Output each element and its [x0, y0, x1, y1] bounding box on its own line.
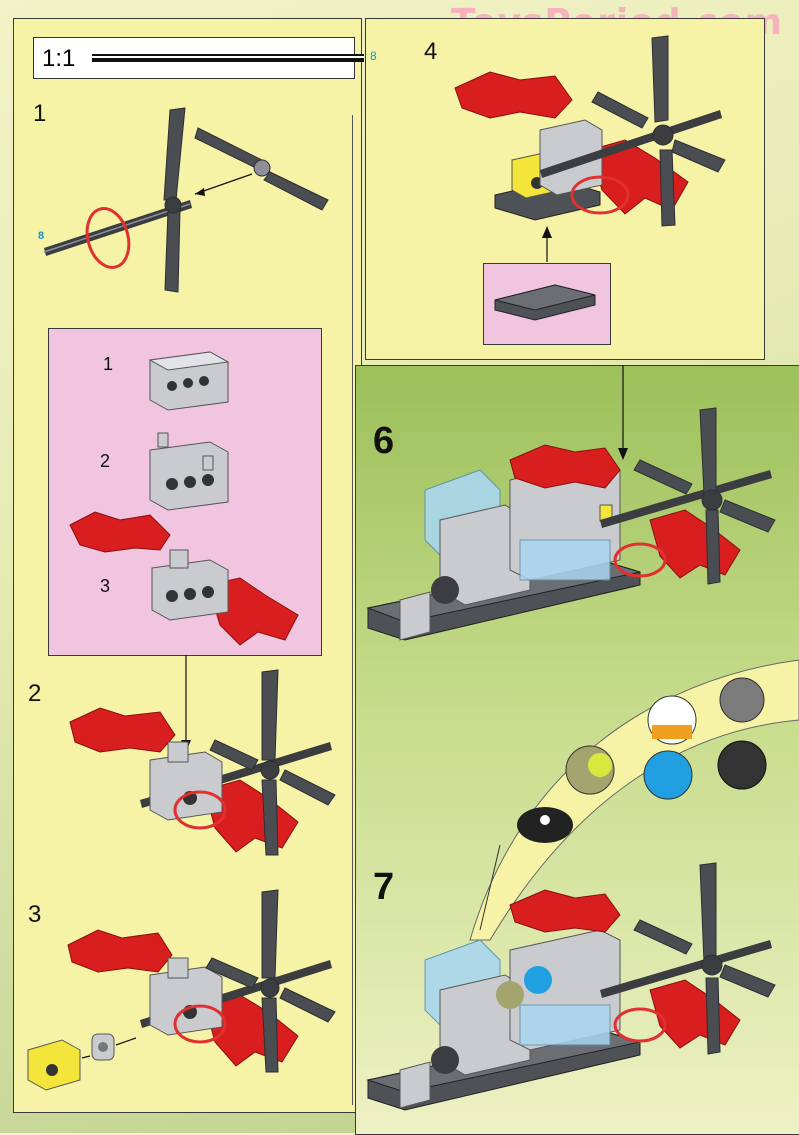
brick-icon — [148, 351, 230, 411]
helmet-icon — [719, 677, 765, 723]
sub-step-2: 2 — [100, 451, 111, 471]
plate-icon — [494, 284, 596, 321]
brick-clip-icon — [149, 432, 229, 511]
propeller-icon — [209, 669, 336, 856]
propeller-icon — [591, 35, 726, 227]
arrow-icon — [194, 173, 253, 195]
brick-icon — [494, 119, 603, 221]
yellow-brick-icon — [27, 1039, 81, 1091]
sub-step-3: 3 — [100, 576, 111, 596]
ring-icon — [85, 207, 131, 269]
step-number-1: 1 — [33, 100, 47, 127]
propeller-icon — [633, 862, 776, 1055]
scale-ratio: 1:1 — [42, 45, 76, 72]
divider-line — [352, 115, 353, 1105]
helmet-icon — [517, 807, 573, 843]
brick-icon — [151, 549, 229, 621]
brick-icon — [149, 957, 223, 1036]
propeller-loose-icon — [194, 127, 329, 211]
helmet-icon — [643, 750, 693, 800]
step-number-3: 3 — [28, 901, 42, 928]
propeller-icon — [163, 107, 186, 293]
scale-length: 8 — [370, 49, 377, 63]
scale-bar — [92, 54, 364, 62]
propeller-icon — [205, 889, 336, 1073]
step-number-7: 7 — [373, 866, 395, 908]
step-number-4: 4 — [424, 38, 438, 65]
bushing-icon — [91, 1033, 115, 1061]
propeller-icon — [633, 407, 776, 585]
wing-icon — [69, 511, 299, 646]
scale-guide: 1:1 8 — [33, 37, 377, 79]
sub-step-1: 1 — [103, 354, 114, 374]
helmet-icon — [717, 740, 767, 790]
step-number-2: 2 — [28, 680, 42, 707]
helmet-icon — [565, 745, 615, 795]
brick-icon — [149, 741, 223, 821]
axle-icon — [43, 200, 192, 256]
helmet-icon — [647, 695, 697, 745]
axle-length: 8 — [38, 230, 45, 242]
step-number-6: 6 — [373, 420, 395, 462]
